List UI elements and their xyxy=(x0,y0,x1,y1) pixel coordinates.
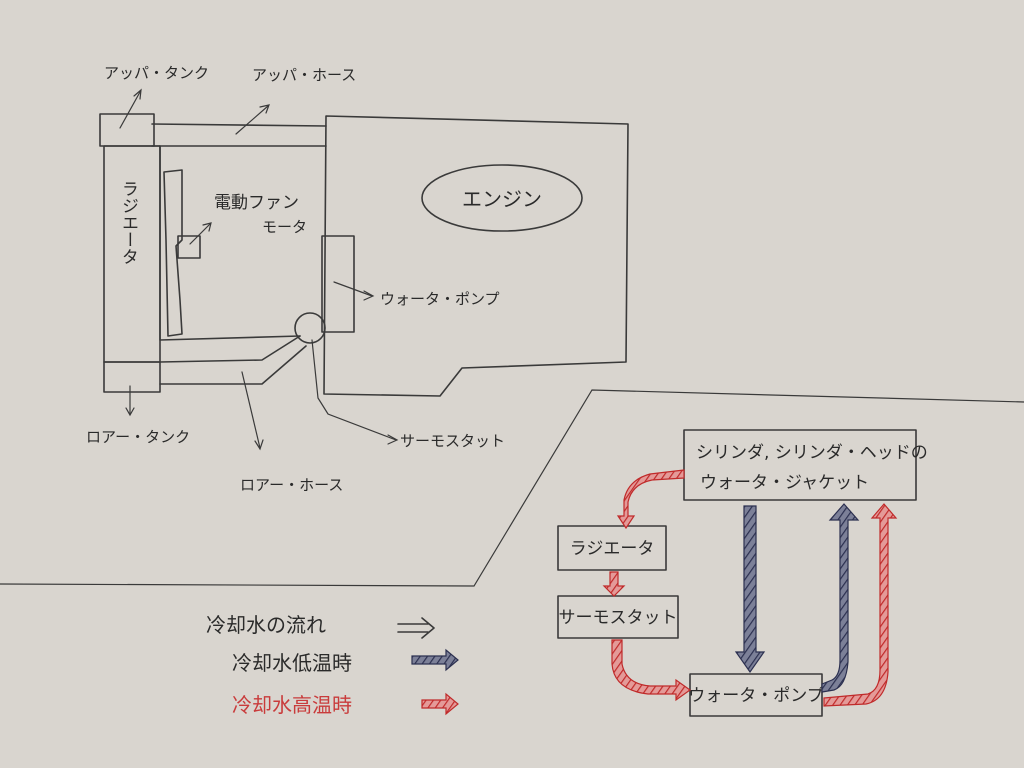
legend-high-temp-arrow xyxy=(421,692,459,716)
legend-flow-arrow xyxy=(397,617,435,639)
legend: 冷却水の流れ 冷却水低温時 冷却水高温時 xyxy=(206,613,459,717)
flow-jacket-to-pump-low xyxy=(734,505,766,674)
box-radiator xyxy=(557,525,667,571)
label-pointers xyxy=(119,88,399,451)
fan-motor-label-line2: モータ xyxy=(262,218,307,236)
coolant-flow-diagram: シリンダ, シリンダ・ヘッドの ウォータ・ジャケット ラジエータ サーモスタット… xyxy=(557,429,928,717)
section-divider xyxy=(0,389,1024,587)
water-pump-housing xyxy=(321,235,355,333)
water-pump-label: ウォータ・ポンプ xyxy=(380,290,500,308)
legend-flow-label: 冷却水の流れ xyxy=(206,613,326,637)
box-water-pump xyxy=(689,673,823,717)
flow-pump-to-jacket-low xyxy=(821,503,860,693)
flow-radiator-to-thermostat-high xyxy=(602,571,626,597)
fan-motor xyxy=(177,235,201,259)
upper-hose-label: アッパ・ホース xyxy=(252,66,356,84)
lower-tank xyxy=(103,361,161,393)
fan-motor-label-line1: 電動ファン xyxy=(214,193,299,213)
upper-tank-label: アッパ・タンク xyxy=(104,64,209,82)
box-thermostat-label: サーモスタット xyxy=(559,608,678,628)
engine-shape xyxy=(421,164,583,232)
thermostat-label: サーモスタット xyxy=(400,432,505,450)
box-radiator-label: ラジエータ xyxy=(570,539,655,559)
lower-tank-label: ロアー・タンク xyxy=(86,428,190,446)
thermostat-circle xyxy=(294,312,326,344)
box-water-jacket-line1: シリンダ, シリンダ・ヘッドの xyxy=(696,443,928,463)
legend-high-temp-label: 冷却水高温時 xyxy=(232,693,352,717)
radiator-label: ラジエータ xyxy=(118,180,138,265)
box-water-jacket-line2: ウォータ・ジャケット xyxy=(700,473,869,493)
flow-pump-to-jacket-high xyxy=(823,503,898,707)
flow-thermostat-to-pump-high xyxy=(611,639,692,702)
lower-hose-label: ロアー・ホース xyxy=(240,476,343,494)
flow-jacket-to-radiator-high xyxy=(616,469,685,530)
engine-label: エンジン xyxy=(462,187,542,211)
fan-shroud-frame xyxy=(159,145,301,341)
upper-tank xyxy=(99,113,155,147)
lower-hose xyxy=(159,335,307,385)
system-layout-diagram: エンジン ラジエータ xyxy=(86,64,629,494)
box-water-jacket xyxy=(683,429,917,501)
fan-blade xyxy=(163,169,183,337)
box-water-pump-label: ウォータ・ポンプ xyxy=(688,686,824,706)
engine-block xyxy=(323,115,629,397)
upper-hose xyxy=(151,123,327,147)
legend-low-temp-arrow xyxy=(411,648,459,672)
legend-low-temp-label: 冷却水低温時 xyxy=(232,651,352,675)
box-thermostat xyxy=(557,595,679,639)
